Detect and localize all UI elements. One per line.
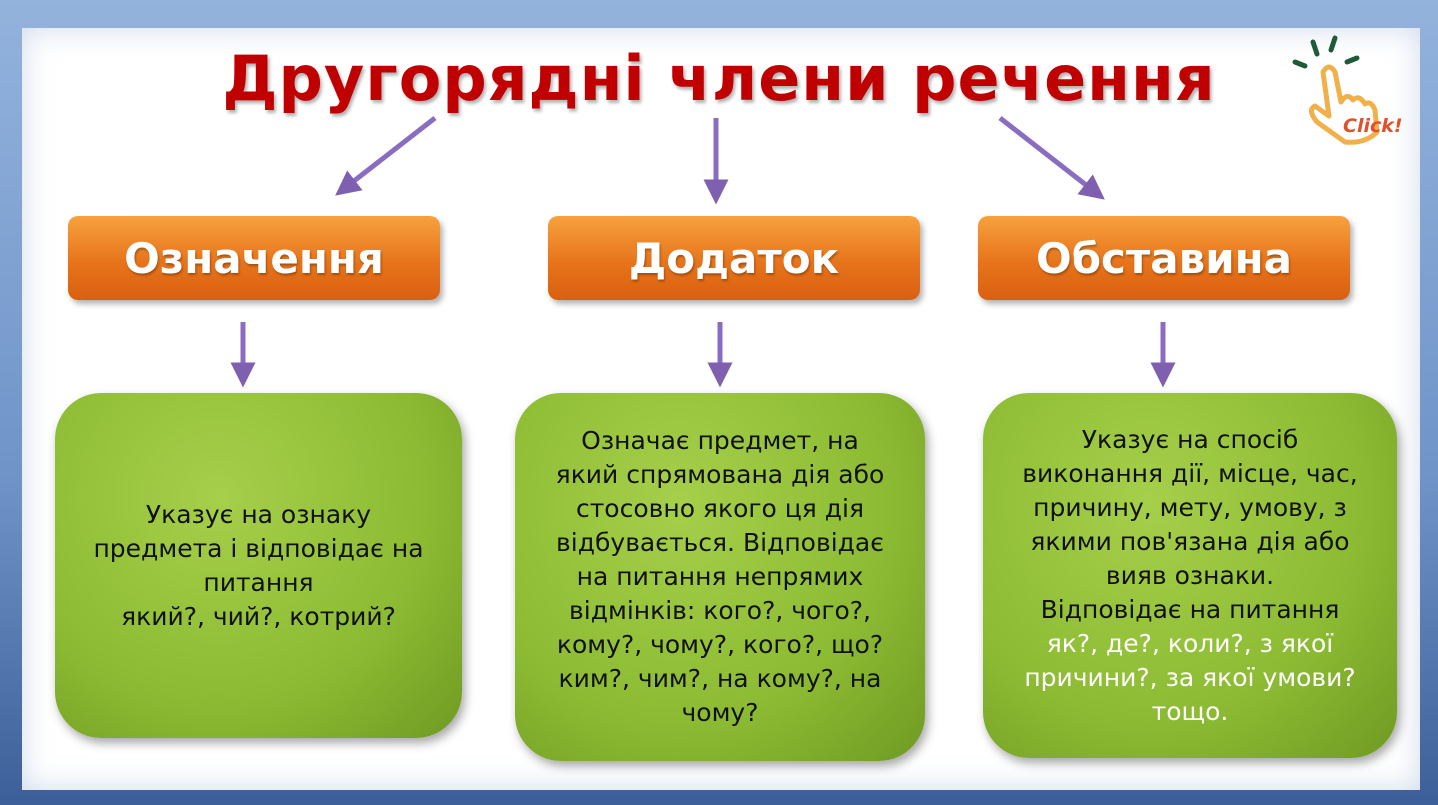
description-dodatok: Означає предмет, на який спрямована дія … xyxy=(515,393,925,761)
desc-questions: тощо. xyxy=(1151,696,1229,726)
desc-line: Відповідає на питання xyxy=(1040,594,1340,624)
click-label: Click! xyxy=(1343,115,1403,137)
desc-line: стосовно якого ця дія xyxy=(575,494,865,523)
desc-line: питання xyxy=(203,567,314,597)
desc-line: предмета і відповідає на xyxy=(93,533,424,563)
desc-line: ким?, чим?, на кому?, на xyxy=(558,664,882,693)
desc-line: відбувається. Відповідає xyxy=(556,528,884,557)
arrow-to-oznachennia xyxy=(335,116,437,196)
desc-line: виконання дії, місце, час, xyxy=(1022,458,1358,488)
category-oznachennia: Означення xyxy=(68,216,440,300)
desc-line: Означає предмет, на xyxy=(581,426,859,455)
desc-line: який спрямована дія або xyxy=(555,460,885,489)
category-dodatok: Додаток xyxy=(548,216,920,300)
desc-line: на питання непрямих xyxy=(576,562,864,591)
description-obstavyna: Указує на спосіб виконання дії, місце, ч… xyxy=(983,393,1397,758)
desc-line: відмінків: кого?, чого?, xyxy=(569,596,871,625)
desc-line: Указує на ознаку xyxy=(145,499,372,529)
desc-line: кому?, чому?, кого?, що? xyxy=(556,630,884,659)
arrow-to-obstavyna xyxy=(998,116,1105,200)
slide-title: Другорядні члени речення xyxy=(222,42,1216,115)
desc-line: причину, мету, умову, з xyxy=(1033,492,1347,522)
desc-line: якими пов'язана дія або xyxy=(1030,526,1350,556)
desc-line: вияв ознаки. xyxy=(1105,560,1275,590)
desc-questions: причини?, за якої умови? xyxy=(1024,662,1356,692)
desc-questions: як?, де?, коли?, з якої xyxy=(1046,628,1334,658)
desc-line: Указує на спосіб xyxy=(1081,424,1299,454)
desc-questions: який?, чий?, котрий? xyxy=(121,601,396,631)
click-hand-icon[interactable]: Click! xyxy=(1285,32,1405,147)
category-obstavyna: Обставина xyxy=(978,216,1350,300)
desc-line: чому? xyxy=(681,698,759,727)
description-oznachennia: Указує на ознаку предмета і відповідає н… xyxy=(55,393,462,738)
